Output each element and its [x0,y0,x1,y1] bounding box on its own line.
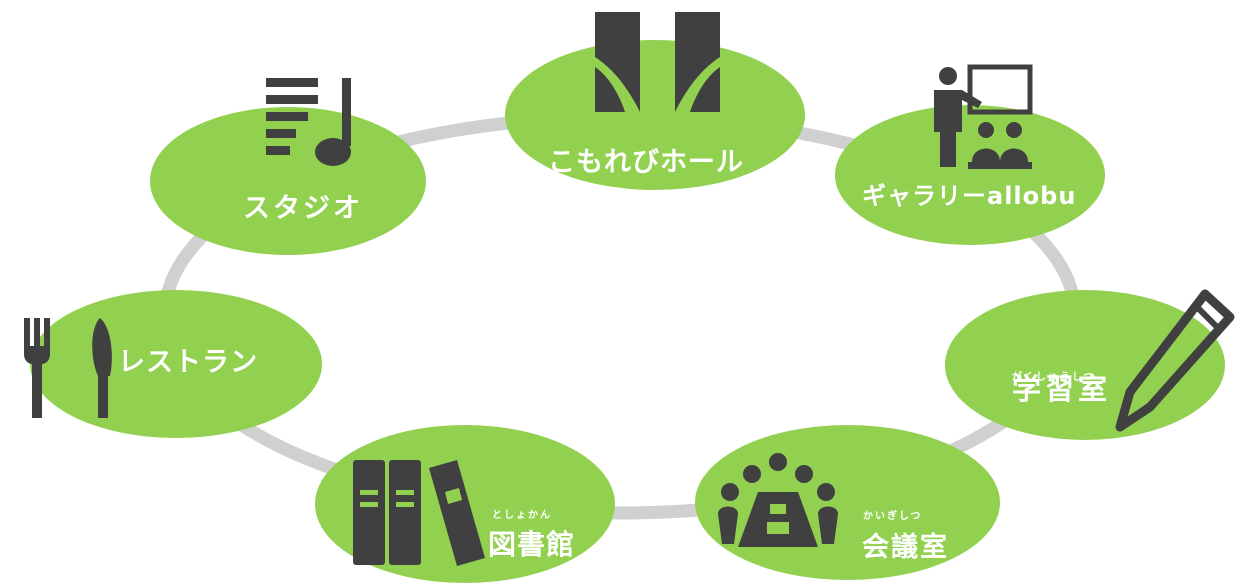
node-gallery[interactable] [835,105,1105,245]
node-meeting[interactable] [695,425,1000,580]
node-studio[interactable] [150,107,426,255]
node-restaurant[interactable] [30,290,322,438]
node-hall[interactable] [505,40,805,190]
node-study[interactable] [945,290,1225,440]
node-library[interactable] [315,425,615,583]
